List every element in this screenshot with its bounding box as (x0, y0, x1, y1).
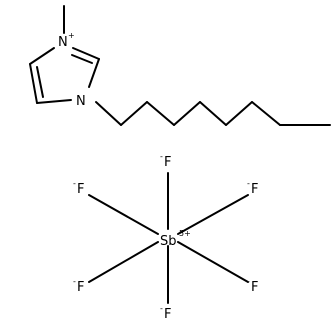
ring-bond-c2-n3 (88, 58, 100, 88)
octyl-bond-5 (199, 101, 227, 126)
atom-symbol: F (251, 182, 258, 197)
atom-f-lower-left: - F (73, 277, 84, 295)
ring-double-bond-c4-c5 (36, 66, 44, 98)
atom-sb: Sb 5+ (160, 229, 191, 249)
atom-f-bottom: - F (160, 304, 171, 322)
octyl-bond-6 (225, 101, 253, 126)
atom-charge: - (247, 179, 250, 188)
atom-symbol: F (77, 280, 84, 295)
atom-symbol: F (164, 307, 171, 322)
atom-n-octyl: N (76, 94, 86, 109)
atom-f-lower-right: - F (247, 277, 258, 295)
atom-symbol: F (251, 280, 258, 295)
ring-bond-c4-c5 (29, 63, 38, 104)
ring-bond-c5-n1 (29, 47, 55, 65)
hexafluoroantimonate-anion: Sb 5+ - F - F - F - F - F - F (73, 152, 258, 322)
octyl-bond-2 (120, 101, 148, 126)
atom-charge: + (68, 31, 75, 40)
octyl-bond-7 (251, 101, 281, 126)
ring-double-bond-n1-c2 (71, 54, 93, 64)
atom-symbol: F (77, 182, 84, 197)
atom-charge: - (73, 277, 76, 286)
atom-charge: - (247, 277, 250, 286)
atom-symbol: N (58, 35, 68, 50)
sb-f-bond-lower-left (88, 241, 159, 283)
atom-n-methyl: N + (58, 31, 75, 50)
atom-charge: - (160, 152, 163, 161)
ring-bond-n3-c4 (36, 99, 72, 104)
ring-bond-n1-c2 (72, 47, 100, 60)
atom-f-upper-right: - F (247, 179, 258, 197)
octyl-bond-3 (146, 101, 175, 126)
atom-symbol: N (76, 94, 86, 109)
atom-charge: - (160, 304, 163, 313)
sb-f-bond-upper-left (88, 194, 159, 235)
imidazolium-cation: N + N (29, 5, 331, 126)
atom-f-upper-left: - F (73, 179, 84, 197)
atom-f-top: - F (160, 152, 171, 170)
atom-symbol: Sb (160, 234, 177, 249)
octyl-bond-4 (173, 101, 201, 126)
sb-f-bond-lower-right (177, 241, 249, 283)
sb-f-bond-upper-right (177, 194, 249, 235)
atom-symbol: F (164, 155, 171, 170)
octyl-bond-1 (95, 101, 122, 126)
atom-charge: 5+ (179, 229, 191, 238)
atom-charge: - (73, 179, 76, 188)
